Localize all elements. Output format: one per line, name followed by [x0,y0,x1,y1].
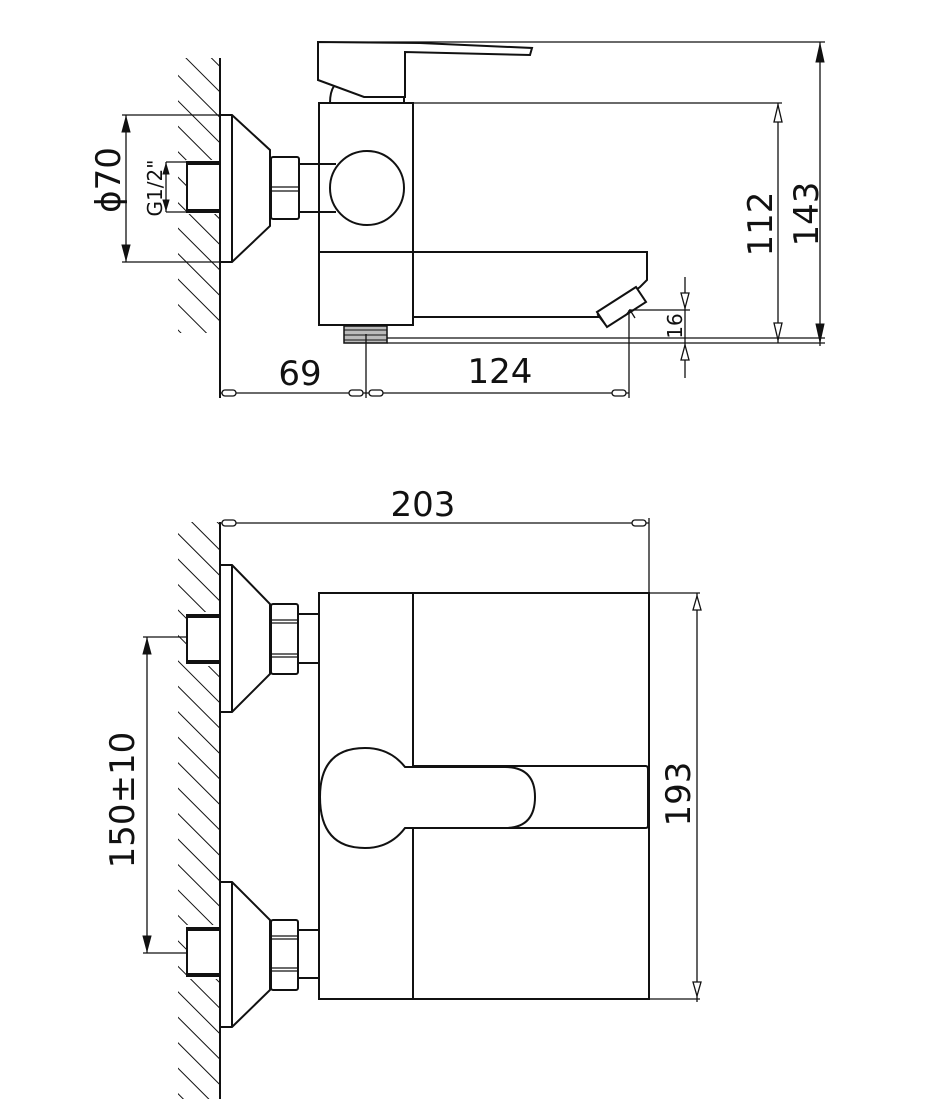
dim-16-label: 16 [663,313,687,338]
dim-124-label: 124 [468,352,533,392]
flange-top [219,114,271,263]
dim-total-height: 143 [787,42,827,346]
inlet-lower [186,881,319,1028]
hex-nut-top [270,156,300,220]
dim-total-depth: 203 [220,485,650,593]
dim-143-label: 143 [787,182,827,247]
spout-side [413,251,648,329]
dim-69-label: 69 [278,354,321,394]
mixer-body-side [299,102,414,326]
top-view: 203 193 150±10 [103,485,702,1099]
lever-handle-side [317,40,534,104]
dim-193-label: 193 [659,762,699,827]
wall-hatch-bottom [178,522,222,1099]
dim-thread-label: G1/2" [143,160,167,217]
wall-hatch-top [178,58,222,398]
dim-spout-drop: 16 [629,277,690,378]
mixer-body-top [318,592,650,1000]
dim-150-label: 150±10 [103,732,143,869]
dim-203-label: 203 [391,485,456,525]
dim-thread: G1/2" [143,160,187,217]
dim-phi70-label: ϕ70 [89,147,129,213]
dim-112-label: 112 [741,192,781,257]
dim-horizontal-side: 69 124 [220,308,636,398]
dim-body-width: 193 [649,592,702,1002]
dim-flange-diameter: ϕ70 [89,114,232,263]
dim-spout-height: 112 [741,103,783,343]
side-view: 143 112 16 69 124 [89,40,827,398]
dim-inlet-centres: 150±10 [103,636,187,954]
inlet-upper [186,564,319,713]
